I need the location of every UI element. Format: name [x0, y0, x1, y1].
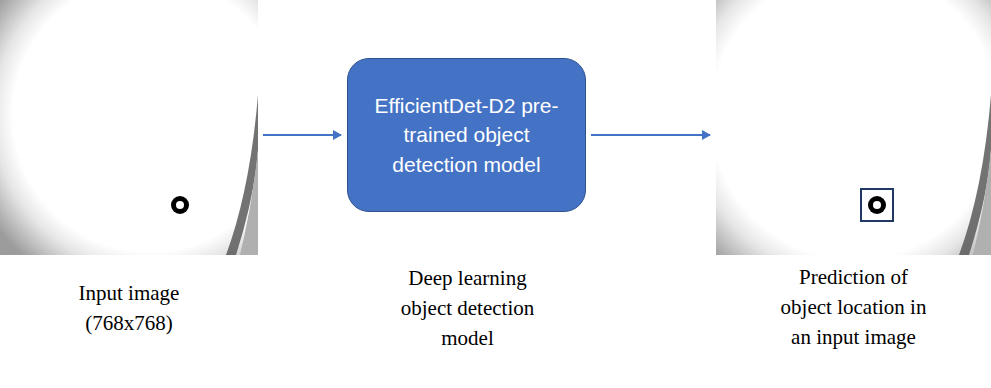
output-image	[716, 0, 991, 255]
flow-arrow	[591, 134, 710, 136]
input-image-region: Input image (768x768)	[0, 0, 258, 255]
box-label: EfficientDet-D2 pre-trained object detec…	[366, 91, 567, 179]
caption-text: Input image (768x768)	[63, 278, 195, 338]
caption-text: Prediction of object location in an inpu…	[775, 262, 933, 352]
process-box: EfficientDet-D2 pre-trained object detec…	[347, 58, 586, 212]
flow-arrow	[263, 134, 341, 136]
caption-text: Deep learning object detection model	[392, 263, 544, 353]
input-image	[0, 0, 258, 255]
output-image-region: Prediction of object location in an inpu…	[716, 0, 991, 255]
